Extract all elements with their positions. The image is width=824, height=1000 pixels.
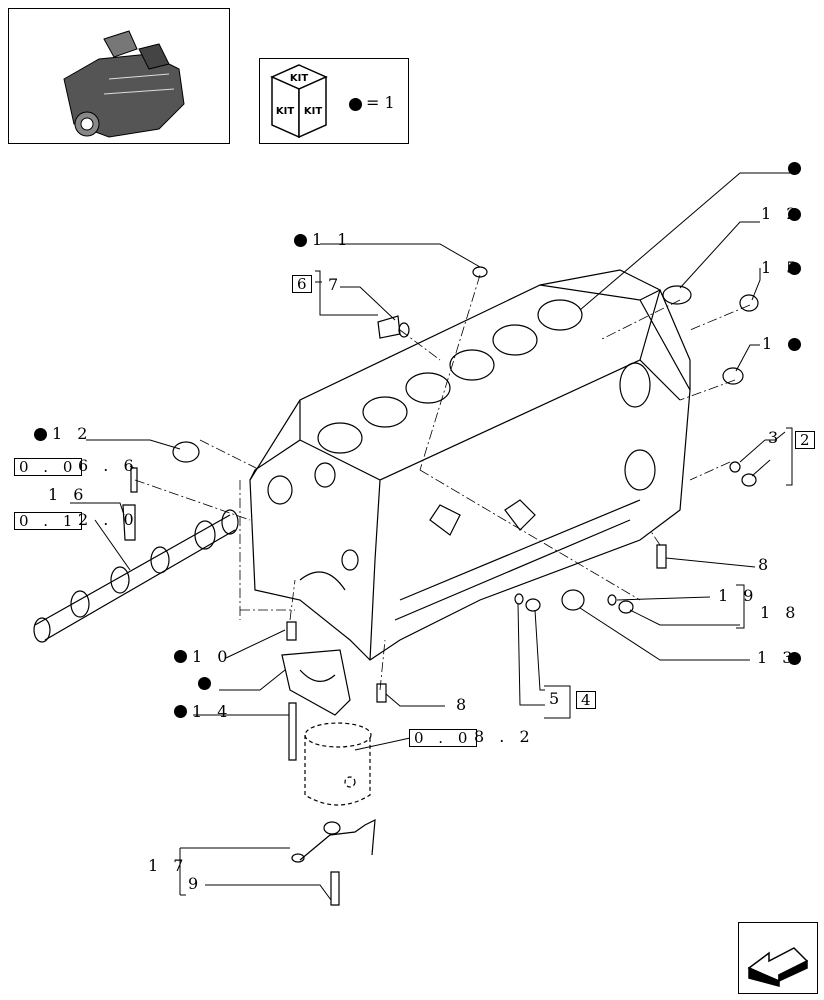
plug-3-drawing [741,473,757,487]
callout-dot-10 [174,650,187,663]
label-8-right: 8 [758,555,774,574]
piston-drawing [304,722,372,806]
label-1: 1 [762,334,778,353]
label-5: 5 [549,689,565,708]
label-11: 1 1 [312,230,353,249]
box-4: 4 [576,691,596,709]
kit-cube-top-text: KIT [290,73,308,84]
leader-lines [70,172,790,901]
bolt-16-drawing [122,504,136,541]
pin-066-drawing [130,467,138,493]
navigation-arrow-button[interactable] [738,922,818,994]
label-13: 1 3 [757,648,798,667]
label-12-left: 1 2 [52,424,93,443]
kit-cube-icon: KIT KIT KIT [270,64,328,139]
label-8-lower: 8 [456,695,472,714]
label-7: 7 [328,275,344,294]
callout-dot-14 [174,705,187,718]
plug-1-drawing [722,367,744,385]
kit-cube-left-text: KIT [276,106,294,117]
bearing-cap-drawing [281,649,351,716]
label-10: 1 0 [192,647,233,666]
kit-equals-label: = 1 [366,93,395,112]
seal-12-drawing [172,441,200,463]
callout-dot-cap [198,677,211,690]
label-17: 1 7 [148,856,189,875]
callout-dot-12-left [34,428,47,441]
plug-15-drawing [739,294,759,312]
box-ref-008: 0 . 0 [409,729,478,747]
kit-dot-icon [349,98,362,111]
dowel-10-drawing [286,621,297,641]
callout-dot-top-right [788,162,801,175]
engine-block-drawing [249,269,691,661]
label-18: 1 8 [760,603,801,622]
bolt-14-drawing [288,702,297,761]
label-15: 1 5 [761,258,802,277]
callout-dot-12-right [788,208,801,221]
box-ref-006: 0 . 0 [14,458,83,476]
plug-5-drawing [525,598,541,612]
dowel-8-right-drawing [656,544,667,569]
label-ref-012-suffix: 2 . 0 [78,510,139,529]
plug-12-top-drawing [662,285,692,305]
navigation-arrow-icon [747,947,809,987]
callout-dot-15 [788,262,801,275]
label-19: 1 9 [718,586,759,605]
box-6: 6 [292,275,312,293]
label-9: 9 [188,874,204,893]
box-ref-012: 0 . 1 [14,512,83,530]
label-ref-006-suffix: 6 . 6 [78,456,139,475]
box-2: 2 [795,431,815,449]
dowel-8-lower-drawing [376,683,387,703]
callout-dot-13 [788,652,801,665]
callout-dot-1 [788,338,801,351]
seal-13-drawing [561,589,585,611]
plug-18-drawing [618,600,634,614]
label-14: 1 4 [192,702,233,721]
label-ref-008-suffix: 8 . 2 [474,727,535,746]
engine-thumbnail-frame [8,8,230,144]
bolt-9-drawing [330,871,340,906]
label-16: 1 6 [48,485,89,504]
engine-thumbnail-icon [63,30,185,138]
axis-lines [134,274,751,691]
label-3: 3 [768,428,784,447]
oil-jet-drawing [291,818,376,863]
camshaft-drawing [33,509,239,643]
label-12-right: 1 2 [761,204,802,223]
kit-legend-frame: KIT KIT KIT = 1 [259,58,409,144]
callout-dot-11 [294,234,307,247]
kit-cube-right-text: KIT [304,106,322,117]
